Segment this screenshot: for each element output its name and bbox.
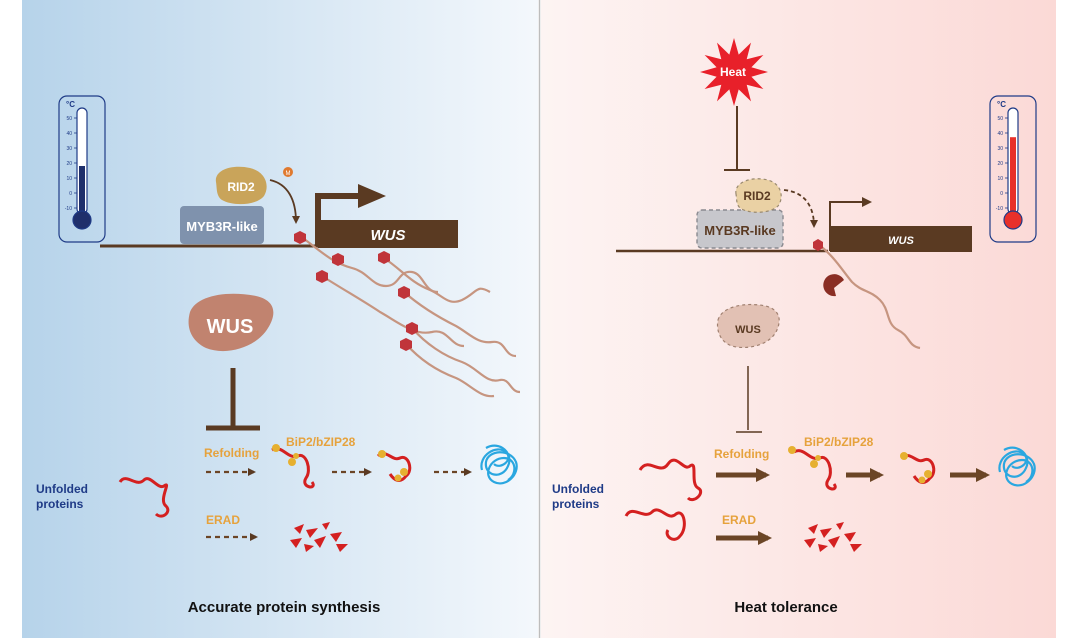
heat-burst-icon: [700, 38, 768, 106]
thermometer-tick-label: 10: [66, 176, 72, 182]
thermometer-tick-label: 0: [69, 191, 72, 197]
unfolded-label-line2: proteins: [36, 497, 84, 511]
thermometer-fill: [79, 166, 85, 214]
chaperones-right-1: [788, 446, 821, 468]
folded-protein-right: [998, 446, 1036, 487]
refolding-protein-1: [271, 447, 315, 489]
unfolded-label-line1: Unfolded: [36, 482, 88, 496]
wus-protein-label: WUS: [207, 316, 254, 338]
refolding-label: Refolding: [714, 447, 769, 461]
left-panel-background: [22, 0, 538, 638]
rid2-label: RID2: [743, 189, 771, 203]
thermometer-tick-label: 50: [66, 116, 72, 122]
thermometer-tick-label: 40: [997, 131, 1003, 137]
thermometer-tick-label: 40: [66, 131, 72, 137]
ribosomes-left: [294, 231, 418, 351]
rid2-shape: [735, 178, 782, 213]
right-caption: Heat tolerance: [734, 599, 837, 616]
methylation-mark-label: M: [286, 171, 291, 177]
heat-label: Heat: [720, 65, 746, 79]
myb3r-like-label: MYB3R-like: [186, 219, 258, 234]
rid2-arrow: [269, 179, 300, 224]
degraded-fragments-left: [290, 522, 348, 552]
wus-gene-label: WUS: [371, 227, 406, 244]
erad-label: ERAD: [722, 513, 756, 527]
thermometer-unit: °C: [66, 100, 75, 109]
methylation-mark: [283, 167, 293, 177]
wus-gene-box: [318, 220, 458, 248]
unfolded-label-line1: Unfolded: [552, 482, 604, 496]
thermometer-unit: °C: [997, 100, 1006, 109]
wus-protein-shape: [716, 303, 780, 349]
chaperones-left-2: [378, 450, 408, 482]
thermometer-tick-label: 50: [997, 116, 1003, 122]
myb3r-like-box: [180, 206, 264, 244]
erad-label: ERAD: [206, 513, 240, 527]
transcription-arrow-head: [358, 184, 386, 208]
bip-label: BiP2/bZIP28: [804, 435, 874, 449]
chaperones-right-2: [900, 452, 932, 484]
thermometer-tick-label: 20: [66, 161, 72, 167]
thermometer-tick-label: 30: [997, 146, 1003, 152]
stalled-ribosome: [823, 274, 844, 297]
thermometer-tick-label: 10: [997, 176, 1003, 182]
transcription-arrow-head: [862, 197, 872, 207]
rid2-label: RID2: [227, 180, 255, 194]
wus-protein-label: WUS: [735, 324, 761, 336]
wus-protein-shape: [188, 293, 274, 352]
thermometer-bulb: [1003, 210, 1023, 230]
myb3r-like-label: MYB3R-like: [704, 223, 776, 238]
transcript-right: [817, 243, 921, 350]
ribosome-right: [813, 239, 823, 251]
myb3r-like-box: [696, 209, 784, 249]
left-caption: Accurate protein synthesis: [188, 599, 381, 616]
chaperones-left-1: [272, 444, 299, 466]
thermometer-tick-label: 20: [997, 161, 1003, 167]
thermometer-fill: [1010, 137, 1016, 214]
unfolded-label-line2: proteins: [552, 497, 600, 511]
wus-gene-label: WUS: [888, 235, 914, 247]
right-panel-background: [541, 0, 1056, 638]
thermometer-tick-label: 30: [66, 146, 72, 152]
thermometer-right: °C 50 40 30 20 10 0 -10: [989, 95, 1037, 243]
thermometer-tick-label: 0: [1000, 191, 1003, 197]
unfolded-protein: [118, 477, 170, 518]
right-panel: Heat °C 50 40 30 20 10 0 -10 MYB3R-like RID2 W…: [552, 38, 1037, 616]
rid2-shape: [215, 166, 267, 205]
thermometer-tick-label: -10: [996, 206, 1003, 212]
folded-protein-left: [480, 444, 518, 485]
thermometer-left: °C 50 40 30 20 10 0 -10: [58, 95, 106, 243]
unfolded-proteins: [624, 458, 703, 541]
thermometer-tick-label: -10: [65, 206, 72, 212]
transcripts-left: [299, 235, 521, 398]
wus-gene-box: [830, 226, 972, 252]
refolding-protein-1: [793, 449, 837, 491]
left-panel: °C 50 40 30 20 10 0 -10 MYB3R-like RID2 M WUS: [36, 95, 521, 616]
refolding-label: Refolding: [204, 446, 259, 460]
thermometer-bulb: [72, 210, 92, 230]
degraded-fragments-right: [804, 522, 862, 552]
bip-label: BiP2/bZIP28: [286, 435, 356, 449]
